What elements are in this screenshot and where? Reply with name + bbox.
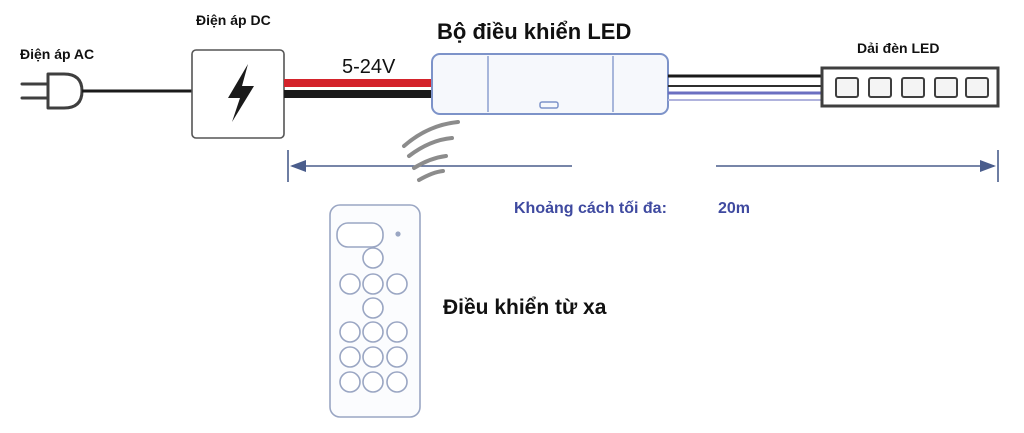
remote-control-label: Điều khiển từ xa (443, 296, 607, 319)
remote-button (362, 247, 384, 269)
remote-button (386, 273, 408, 295)
max-distance-value: 20m (718, 200, 751, 217)
remote-button (362, 346, 384, 368)
led-output-wires (668, 74, 822, 101)
led-controller-box (431, 53, 669, 115)
lightning-bolt-icon (228, 64, 254, 122)
remote-button (339, 321, 361, 343)
wireless-signal-icon (402, 120, 460, 182)
dc-voltage-label: Điện áp DC (196, 12, 271, 28)
led-strip-label: Dải đèn LED (857, 40, 940, 56)
remote-button (386, 371, 408, 393)
remote-button (362, 321, 384, 343)
remote-button (386, 346, 408, 368)
max-distance-text: Khoảng cách tối đa: (514, 200, 667, 217)
remote-button (362, 371, 384, 393)
remote-button (339, 273, 361, 295)
plug-icon (20, 72, 84, 110)
led-controller-label: Bộ điều khiển LED (437, 19, 632, 44)
dc-output-wires (284, 79, 432, 98)
voltage-range-label: 5-24V (342, 56, 396, 78)
remote-buttons (339, 247, 408, 393)
led-strip (820, 66, 1000, 108)
remote-button (386, 321, 408, 343)
distance-dimension-arrow (287, 150, 999, 182)
remote-button (339, 346, 361, 368)
remote-button (339, 371, 361, 393)
remote-button (362, 297, 384, 319)
ac-voltage-label: Điện áp AC (20, 46, 95, 62)
remote-button (362, 273, 384, 295)
